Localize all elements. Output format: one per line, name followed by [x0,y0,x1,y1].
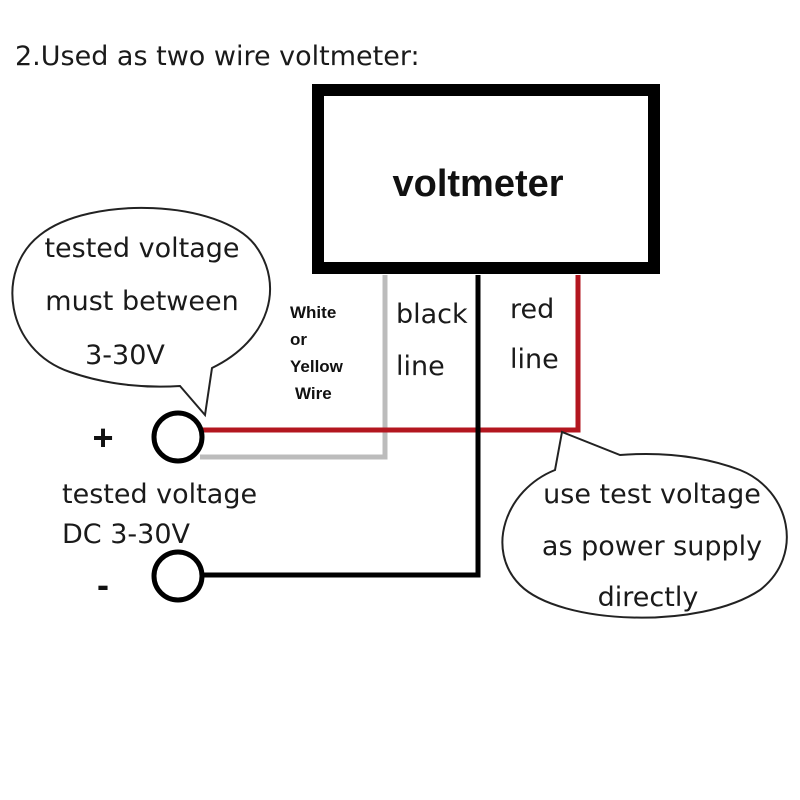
range-note-line-3: 3-30V [85,340,165,371]
white-wire-label-2: or [290,330,307,349]
red-line-label-2: line [510,344,559,375]
range-note-line-1: tested voltage [44,233,239,264]
power-note-line-1: use test voltage [543,479,761,510]
power-note-line-3: directly [598,582,699,613]
range-note-line-2: must between [45,286,238,317]
black-line-label-1: black [396,299,468,330]
black-wire [200,275,481,578]
diagram-title: 2.Used as two wire voltmeter: [15,41,420,72]
red-line-label-1: red [510,294,554,325]
input-label-line-1: tested voltage [62,479,257,510]
voltmeter-box [312,84,660,274]
input-label-line-2: DC 3-30V [62,519,191,550]
voltmeter-label: voltmeter [392,163,563,205]
positive-sign: + [92,417,113,458]
power-note-bubble [501,430,788,619]
negative-terminal [151,549,205,603]
red-wire [200,275,581,433]
positive-terminal [151,410,205,464]
white-wire-label-4: Wire [295,384,332,403]
white-wire-label-3: Yellow [290,357,344,376]
black-line-label-2: line [396,351,445,382]
white-wire-label-1: White [290,303,336,322]
white-wire [200,275,388,460]
range-note-bubble [11,206,272,418]
negative-sign: - [97,564,109,605]
power-note-line-2: as power supply [542,531,762,562]
